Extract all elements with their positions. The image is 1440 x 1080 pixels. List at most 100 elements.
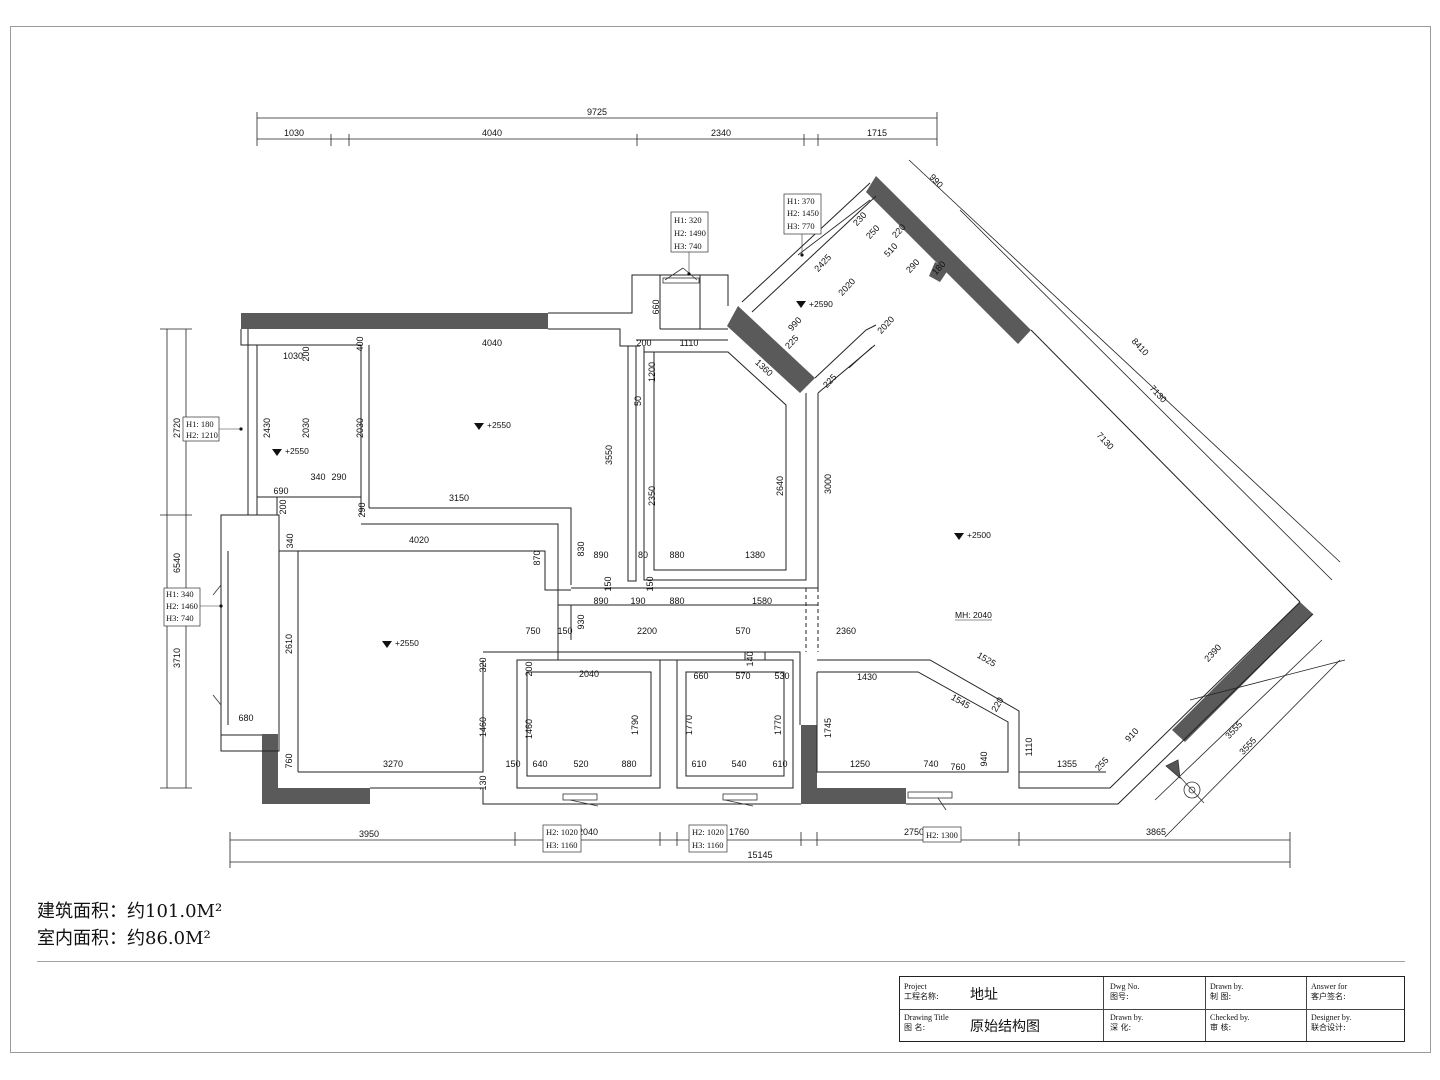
wall-diag-c: [929, 262, 948, 282]
project-label: Project 工程名称:: [904, 982, 939, 1001]
svg-text:1030: 1030: [284, 128, 304, 138]
svg-text:200: 200: [524, 661, 534, 676]
svg-text:290: 290: [904, 257, 922, 275]
structural-walls: [241, 176, 1313, 804]
svg-text:1430: 1430: [857, 672, 877, 682]
svg-text:255: 255: [1093, 755, 1111, 773]
svg-text:2610: 2610: [284, 634, 294, 654]
svg-text:1110: 1110: [680, 338, 699, 348]
svg-text:880: 880: [669, 596, 684, 606]
svg-text:4040: 4040: [482, 338, 502, 348]
svg-text:880: 880: [621, 759, 636, 769]
svg-text:H2: 1020: H2: 1020: [692, 827, 724, 837]
svg-text:200: 200: [301, 346, 311, 361]
svg-text:880: 880: [669, 550, 684, 560]
svg-text:200: 200: [636, 338, 651, 348]
svg-text:1760: 1760: [729, 827, 749, 837]
svg-text:H2: 1460: H2: 1460: [166, 601, 198, 611]
svg-text:610: 610: [772, 759, 787, 769]
svg-text:760: 760: [284, 753, 294, 768]
drawing-title-value: 原始结构图: [970, 1019, 1040, 1035]
svg-text:9725: 9725: [587, 107, 607, 117]
svg-text:6540: 6540: [172, 553, 182, 573]
svg-text:990: 990: [786, 315, 804, 333]
svg-text:2200: 2200: [637, 626, 657, 636]
svg-text:H1: 320: H1: 320: [674, 215, 702, 225]
level-markers: +2550 +2550 +2550 +2590 +2500: [272, 299, 991, 648]
svg-text:2430: 2430: [262, 418, 272, 438]
window-tag-left-top: H1: 180 H2: 1210: [182, 416, 243, 442]
svg-text:+2550: +2550: [285, 446, 309, 456]
svg-text:7130: 7130: [1148, 383, 1169, 404]
svg-text:660: 660: [651, 299, 661, 314]
svg-text:290: 290: [331, 472, 346, 482]
svg-text:290: 290: [357, 502, 367, 517]
svg-text:1545: 1545: [949, 692, 971, 711]
svg-text:3865: 3865: [1146, 827, 1166, 837]
window-tag-bottom-1: H2: 1020 H3: 1160: [542, 824, 582, 853]
svg-text:1200: 1200: [647, 362, 657, 382]
project-value: 地址: [970, 987, 998, 1003]
window-tag-bottom-2: H2: 1020 H3: 1160: [688, 824, 728, 853]
svg-text:3555: 3555: [1223, 719, 1244, 740]
svg-text:150: 150: [603, 576, 613, 591]
svg-text:3000: 3000: [823, 474, 833, 494]
svg-text:1770: 1770: [773, 715, 783, 735]
wall-bottom-mid-h: [801, 788, 906, 804]
separator-line: [37, 961, 1405, 962]
svg-text:750: 750: [525, 626, 540, 636]
svg-text:570: 570: [735, 626, 750, 636]
svg-text:760: 760: [950, 762, 965, 772]
area-summary: 建筑面积：约101.0M² 室内面积：约86.0M²: [37, 898, 222, 952]
svg-text:15145: 15145: [747, 850, 772, 860]
svg-text:+2500: +2500: [967, 530, 991, 540]
svg-text:890: 890: [593, 550, 608, 560]
svg-text:740: 740: [923, 759, 938, 769]
svg-text:340: 340: [310, 472, 325, 482]
svg-text:200: 200: [278, 499, 288, 514]
svg-text:1250: 1250: [850, 759, 870, 769]
svg-text:2040: 2040: [578, 827, 598, 837]
svg-text:910: 910: [1123, 726, 1141, 744]
svg-text:3150: 3150: [449, 493, 469, 503]
svg-text:80: 80: [638, 550, 648, 560]
svg-text:530: 530: [774, 671, 789, 681]
svg-text:3950: 3950: [359, 829, 379, 839]
svg-text:50: 50: [633, 396, 643, 406]
svg-text:H3: 740: H3: 740: [674, 241, 702, 251]
svg-text:H2: 1300: H2: 1300: [926, 830, 958, 840]
wall-diag-b: [866, 176, 1031, 344]
svg-text:570: 570: [735, 671, 750, 681]
svg-text:2020: 2020: [875, 314, 896, 335]
svg-text:+2590: +2590: [809, 299, 833, 309]
svg-text:2640: 2640: [775, 476, 785, 496]
entrance-symbol: [1165, 759, 1205, 804]
level-marker-left-room: +2550: [272, 446, 309, 456]
svg-text:H1: 370: H1: 370: [787, 196, 815, 206]
svg-text:H2: 1450: H2: 1450: [787, 208, 819, 218]
level-marker-bay: +2590: [796, 299, 833, 309]
svg-text:H3: 770: H3: 770: [787, 221, 815, 231]
svg-text:1790: 1790: [630, 715, 640, 735]
drawing-frame: [10, 26, 1431, 1053]
wall-outlines: [220, 182, 1314, 805]
svg-text:H3: 1160: H3: 1160: [692, 840, 724, 850]
checked-by-label: Checked by. 审 核:: [1210, 1013, 1250, 1032]
svg-text:2390: 2390: [1202, 642, 1223, 663]
level-marker-living: +2500: [954, 530, 991, 540]
svg-text:3270: 3270: [383, 759, 403, 769]
wall-diag-a: [727, 306, 815, 393]
svg-text:250: 250: [864, 223, 882, 241]
svg-text:320: 320: [478, 657, 488, 672]
client-signature-label: Answer for 客户签名:: [1311, 982, 1348, 1001]
svg-text:2020: 2020: [836, 276, 857, 297]
svg-text:2750: 2750: [904, 827, 924, 837]
svg-text:H2: 1020: H2: 1020: [546, 827, 578, 837]
windows: [212, 267, 953, 811]
svg-text:2425: 2425: [812, 252, 833, 273]
level-marker-bedroom-lower: +2550: [382, 638, 419, 648]
svg-text:+2550: +2550: [395, 638, 419, 648]
window-tag-top: H1: 320 H2: 1490 H3: 740: [670, 211, 709, 276]
svg-text:640: 640: [532, 759, 547, 769]
title-block: Project 工程名称: 地址 Drawing Title 图 名: 原始结构…: [899, 976, 1405, 1042]
